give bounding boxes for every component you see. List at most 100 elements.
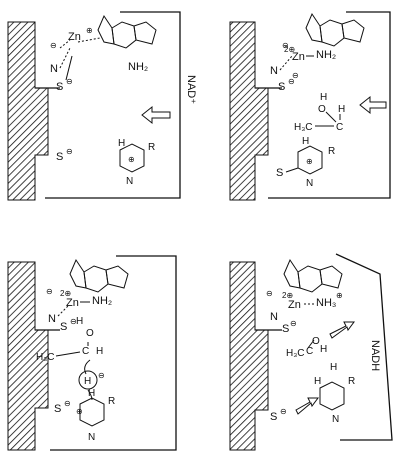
enzyme-backbone — [45, 11, 181, 199]
nadh-ring — [319, 381, 345, 411]
alc-o: O — [86, 328, 94, 339]
nh2-label: NH₂ — [92, 295, 112, 307]
panel-1-enzyme-with-nad: NH₂ Zn ⊕ N ⊖ S ⊖ S ⊖ H R ⊕ N NAD⁺ — [7, 11, 197, 201]
protein-wall — [7, 261, 49, 451]
c-o-bond — [325, 111, 337, 123]
hydride-charge: ⊖ — [98, 371, 105, 380]
hydride-label: H — [84, 376, 91, 387]
pyridinium-h: H — [302, 136, 309, 147]
alc-h3c: H₃C — [36, 352, 55, 363]
nh2-label: NH₂ — [128, 61, 148, 73]
s-bottom-charge: ⊖ — [280, 407, 287, 416]
zn-charge: 2⊕ — [282, 291, 293, 300]
n-atom-label: N — [48, 313, 56, 325]
pyridinium-n: N — [306, 178, 313, 189]
zn-charge: 2⊕ — [284, 45, 295, 54]
alc-h-ch: H — [338, 104, 345, 115]
alc-o: O — [318, 104, 326, 115]
s-bottom-label: S — [270, 411, 277, 423]
coord-bond — [77, 37, 101, 43]
adenine-ring — [305, 12, 365, 47]
nadh-r: R — [348, 376, 355, 387]
ald-h3c: H₃C — [286, 348, 305, 359]
nadh-n: N — [332, 414, 339, 425]
adenine-ring — [69, 258, 129, 293]
panel-3-hydride-transfer: NH₂ Zn 2⊕ ⊖ N S ⊖ H O H C H₃C H ⊖ R H ⊕ … — [7, 255, 177, 451]
ring-minus-bottom: ⊖ — [292, 71, 299, 80]
alc-h-top: H — [320, 92, 327, 103]
pyridinium-n: N — [126, 176, 133, 187]
incoming-arrow — [359, 95, 387, 115]
protein-wall — [229, 21, 269, 201]
incoming-arrow — [141, 105, 171, 125]
n-atom-label: N — [50, 63, 58, 75]
nadh-h1: H — [314, 376, 321, 387]
adenine-ring — [283, 258, 343, 293]
ring-minus: ⊖ — [46, 287, 53, 296]
zn-charge: ⊕ — [86, 26, 93, 35]
coord-bond — [57, 305, 69, 317]
protein-wall — [7, 21, 49, 201]
zn-label: Zn — [292, 51, 305, 63]
s-top-label: S — [60, 321, 67, 333]
coord-bond — [59, 47, 71, 69]
outgoing-arrow — [329, 321, 355, 339]
enzyme-backbone — [335, 253, 393, 441]
s-top-label: S — [282, 323, 289, 335]
protein-wall — [229, 261, 269, 451]
alc-h3c: H₃C — [294, 122, 313, 133]
s-top-charge: ⊖ — [70, 317, 77, 326]
nh2-label: NH₂ — [316, 49, 336, 61]
zn-label: Zn — [66, 297, 79, 309]
s-ring-bond — [285, 167, 299, 173]
s-top-label: S — [56, 81, 63, 93]
alc-c: C — [82, 346, 89, 357]
enzyme-backbone — [268, 11, 391, 199]
panel-4-products: NH₃ ⊕ Zn 2⊕ ⊖ N S ⊖ O C H₃C H H H R N S … — [229, 253, 393, 451]
hydride-circle — [78, 370, 98, 390]
s-bottom-label: S — [276, 167, 283, 179]
c-o-bond — [307, 339, 315, 349]
hydride-arrow-2 — [87, 389, 93, 401]
ring-minus: ⊖ — [266, 289, 273, 298]
nadh-h2: H — [330, 362, 337, 373]
ald-h: H — [320, 344, 327, 355]
s-bottom-charge: ⊖ — [64, 399, 71, 408]
pyridinium-ring — [79, 397, 105, 427]
c-c-bond — [55, 351, 81, 357]
hydride-arrow — [84, 359, 91, 375]
pyridinium-charge: ⊕ — [128, 155, 135, 164]
s-top-charge: ⊖ — [288, 77, 295, 86]
pyridinium-h: H — [118, 138, 125, 149]
enzyme-backbone — [50, 255, 177, 451]
s-top-label: S — [278, 81, 285, 93]
pyridinium-h: H — [88, 388, 95, 399]
nh3-charge: ⊕ — [336, 291, 343, 300]
s-top-charge: ⊖ — [290, 319, 297, 328]
ring-minus-top: ⊖ — [282, 41, 289, 50]
zn-charge: 2⊕ — [60, 289, 71, 298]
n-atom-label: N — [270, 311, 278, 323]
pyridinium-charge: ⊕ — [76, 407, 83, 416]
pyridinium-ring — [119, 143, 145, 173]
ald-o: O — [312, 336, 320, 347]
ring-minus: ⊖ — [50, 41, 57, 50]
pyridinium-n: N — [88, 432, 95, 443]
s-zn-bond — [65, 55, 73, 81]
zn-label: Zn — [288, 299, 301, 311]
s-bottom-label: S — [56, 151, 63, 163]
nh3-label: NH₃ — [316, 297, 336, 309]
pyridinium-r: R — [328, 146, 335, 157]
coord-bond — [279, 55, 293, 71]
pyridinium-r: R — [148, 142, 155, 153]
adenine-ring — [97, 14, 157, 49]
outgoing-arrow-2 — [295, 397, 319, 415]
zn-label: Zn — [68, 31, 81, 43]
cofactor-label: NAD⁺ — [185, 75, 197, 104]
cofactor-label: NADH — [369, 340, 381, 371]
alc-h-top: H — [76, 316, 83, 327]
s-bottom-label: S — [54, 403, 61, 415]
panel-2-ethanol-binding: NH₂ Zn 2⊕ ⊖ N ⊖ S ⊖ H O H C H₃C H R ⊕ N … — [229, 11, 391, 201]
